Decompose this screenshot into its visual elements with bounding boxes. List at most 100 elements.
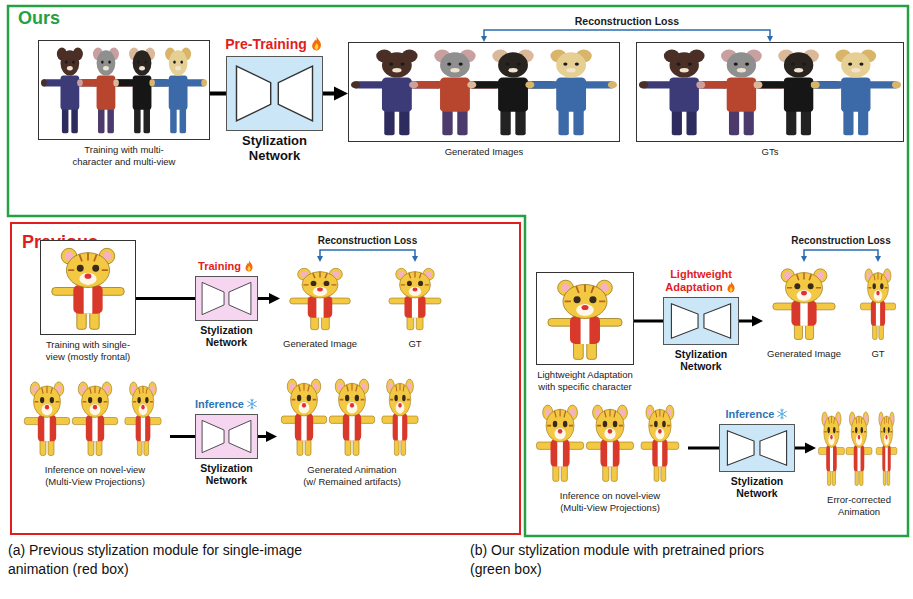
- figure-caption: (b) Our stylization module with pretrain…: [470, 541, 770, 579]
- connector: [258, 293, 280, 304]
- character-figure: [641, 405, 679, 481]
- connector: [688, 448, 719, 449]
- connector: [323, 87, 348, 101]
- character-figure: [72, 382, 117, 455]
- connector: [739, 316, 763, 327]
- character-illustration: [763, 262, 845, 344]
- image-caption: Generated Image: [278, 338, 362, 350]
- character-figure: [41, 48, 99, 134]
- character-figure: [639, 50, 729, 136]
- connector-line: [210, 92, 226, 96]
- network-name: Stylization Network: [181, 324, 272, 348]
- image-caption: GT: [378, 338, 452, 350]
- character-illustration: [349, 43, 619, 141]
- character-figure: [290, 268, 350, 329]
- image-panel: Generated Animation (w/ Remained artifac…: [272, 372, 432, 488]
- decoder-shape: [704, 304, 731, 339]
- character-figure: [586, 405, 633, 481]
- image-panel: Inference on novel-view (Multi-View Proj…: [530, 398, 690, 514]
- character-illustration: [20, 375, 170, 460]
- character-figure: [24, 382, 69, 455]
- character-illustration: [280, 262, 360, 334]
- image-panel: GT: [852, 262, 904, 360]
- network-stage-label: Inference: [726, 408, 775, 420]
- image-frame: [536, 272, 634, 365]
- arrow-head: [805, 443, 816, 454]
- character-figure: [52, 248, 124, 329]
- arrow-head: [269, 293, 280, 304]
- encoder-shape: [727, 431, 754, 466]
- character-illustration: [277, 372, 427, 460]
- image-caption: GT: [852, 348, 904, 360]
- network-label-row: Inference: [712, 408, 802, 421]
- network-box: [195, 414, 258, 459]
- network-stage-label: Inference: [195, 398, 244, 410]
- image-caption: Generated Images: [348, 146, 620, 158]
- connector: [481, 30, 773, 42]
- network-block: Pre-TrainingStylization Network: [216, 36, 333, 164]
- connector-line: [634, 320, 663, 323]
- decoder-shape: [229, 420, 251, 452]
- network-box: [226, 56, 323, 131]
- character-illustration: [39, 41, 209, 139]
- character-figure: [846, 412, 872, 485]
- encoder-decoder-shape: [664, 298, 738, 344]
- character-figure: [876, 412, 897, 485]
- image-frame: [380, 262, 450, 334]
- character-illustration: [637, 43, 903, 141]
- connector: [317, 250, 418, 262]
- character-figure: [329, 379, 374, 455]
- network-label-row: Lightweight Adaptation: [656, 268, 746, 294]
- character-figure: [773, 269, 835, 340]
- icon-glyph: [248, 399, 257, 409]
- connector-line: [170, 435, 195, 438]
- image-panel: Training with multi-character and multi-…: [38, 40, 210, 168]
- connector-line: [484, 30, 770, 37]
- image-caption: GTs: [636, 146, 904, 158]
- image-panel: Lightweight Adaptation with specific cha…: [530, 272, 640, 393]
- character-figure: [389, 268, 441, 329]
- encoder-decoder-shape: [227, 57, 322, 130]
- snowflake-icon: [776, 408, 788, 420]
- flame-icon: [725, 281, 737, 293]
- character-illustration: [380, 262, 450, 334]
- character-illustration: [853, 262, 903, 344]
- network-stage-label: Training: [198, 260, 241, 272]
- encoder-shape: [202, 282, 224, 314]
- image-panel: GT: [378, 262, 452, 350]
- character-illustration: [816, 405, 902, 490]
- network-stage-label: Pre-Training: [225, 36, 307, 52]
- image-panel: Generated Images: [348, 42, 620, 158]
- arrow-head: [266, 431, 277, 442]
- arrow-head: [334, 87, 348, 101]
- character-figure: [818, 412, 844, 485]
- character-figure: [382, 379, 418, 455]
- arrow-head: [801, 256, 807, 262]
- image-frame: [280, 262, 360, 334]
- network-block: InferenceStylization Network: [712, 408, 802, 499]
- connector: [795, 443, 816, 454]
- icon-glyph: [778, 409, 787, 419]
- connector: [136, 298, 195, 299]
- figure-caption: (a) Previous stylization module for sing…: [8, 541, 313, 579]
- connector-line: [136, 297, 195, 300]
- image-caption: Inference on novel-view (Multi-View Proj…: [530, 490, 690, 514]
- network-name: Stylization Network: [216, 134, 333, 164]
- region-panel: PreviousTraining with single-view (mostl…: [10, 222, 521, 535]
- encoder-decoder-shape: [196, 277, 257, 320]
- arrow-head: [875, 256, 881, 262]
- character-illustration: [532, 398, 688, 486]
- icon-glyph: [727, 282, 734, 293]
- character-figure: [860, 269, 895, 340]
- arrow-head: [317, 256, 323, 262]
- image-panel: GTs: [636, 42, 904, 158]
- encoder-decoder-shape: [196, 415, 257, 458]
- character-figure: [77, 48, 135, 134]
- edge-label: Reconstruction Loss: [316, 235, 419, 247]
- character-figure: [525, 50, 617, 136]
- character-figure: [536, 405, 583, 481]
- network-block: TrainingStylization Network: [181, 260, 272, 348]
- network-label-row: Training: [181, 260, 272, 273]
- connector: [634, 321, 663, 322]
